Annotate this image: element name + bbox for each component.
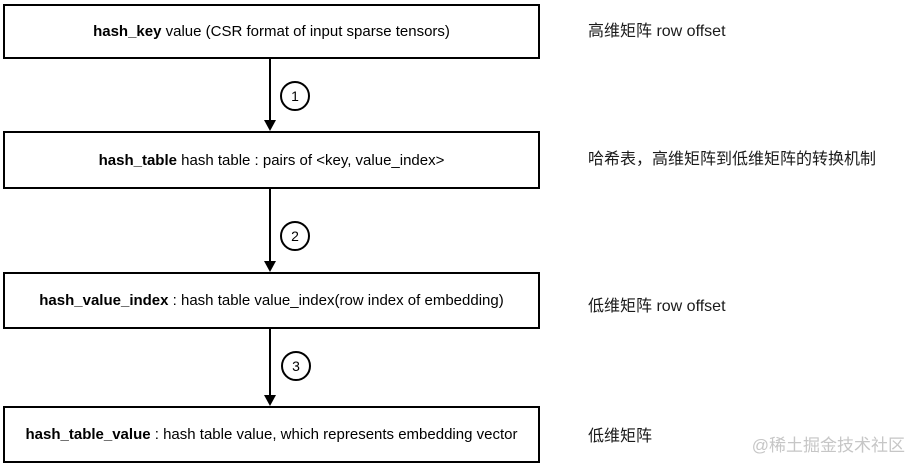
box-label-hash-value-index-bold: hash_value_index (39, 292, 169, 309)
step-circle-3: 3 (281, 351, 311, 381)
watermark: @稀土掘金技术社区 (751, 436, 905, 455)
flow-box-hash-table: hash_table hash table : pairs of <key, v… (3, 131, 540, 189)
step-circle-1-label: 1 (291, 88, 299, 104)
flow-box-hash-key: hash_key value (CSR format of input spar… (3, 4, 540, 59)
connector-line-2 (269, 189, 271, 261)
annotation-hash-key: 高维矩阵 row offset (588, 23, 726, 40)
box-label-hash-value-index-rest: : hash table value_index(row index of em… (168, 292, 504, 309)
box-label-hash-table-value-rest: : hash table value, which represents emb… (150, 426, 518, 443)
arrowhead-down-icon-1 (264, 120, 276, 131)
box-label-hash-key-rest: value (CSR format of input sparse tensor… (161, 23, 450, 40)
annotation-hash-table: 哈希表，高维矩阵到低维矩阵的转换机制 (588, 151, 877, 168)
connector-line-1 (269, 59, 271, 121)
box-label-hash-key: hash_key value (CSR format of input spar… (93, 22, 450, 41)
box-label-hash-table-value-bold: hash_table_value (25, 426, 151, 443)
step-circle-1: 1 (280, 81, 310, 111)
step-circle-3-label: 3 (292, 358, 300, 374)
connector-line-3 (269, 329, 271, 395)
flow-box-hash-value-index: hash_value_index : hash table value_inde… (3, 272, 540, 329)
arrowhead-down-icon-3 (264, 395, 276, 406)
box-label-hash-table-bold: hash_table (98, 151, 177, 169)
arrowhead-down-icon-2 (264, 261, 276, 272)
step-circle-2: 2 (280, 221, 310, 251)
flow-box-hash-table-value: hash_table_value : hash table value, whi… (3, 406, 540, 463)
annotation-hash-value-index: 低维矩阵 row offset (588, 298, 726, 315)
box-label-hash-table-value: hash_table_value : hash table value, whi… (26, 425, 518, 444)
box-label-hash-table: hash_table hash table : pairs of <key, v… (99, 151, 445, 170)
annotation-hash-table-value: 低维矩阵 (588, 428, 653, 445)
box-label-hash-key-bold: hash_key (93, 23, 162, 40)
step-circle-2-label: 2 (291, 228, 299, 244)
box-label-hash-table-rest: hash table : pairs of <key, value_index> (176, 151, 445, 169)
box-label-hash-value-index: hash_value_index : hash table value_inde… (39, 291, 503, 310)
